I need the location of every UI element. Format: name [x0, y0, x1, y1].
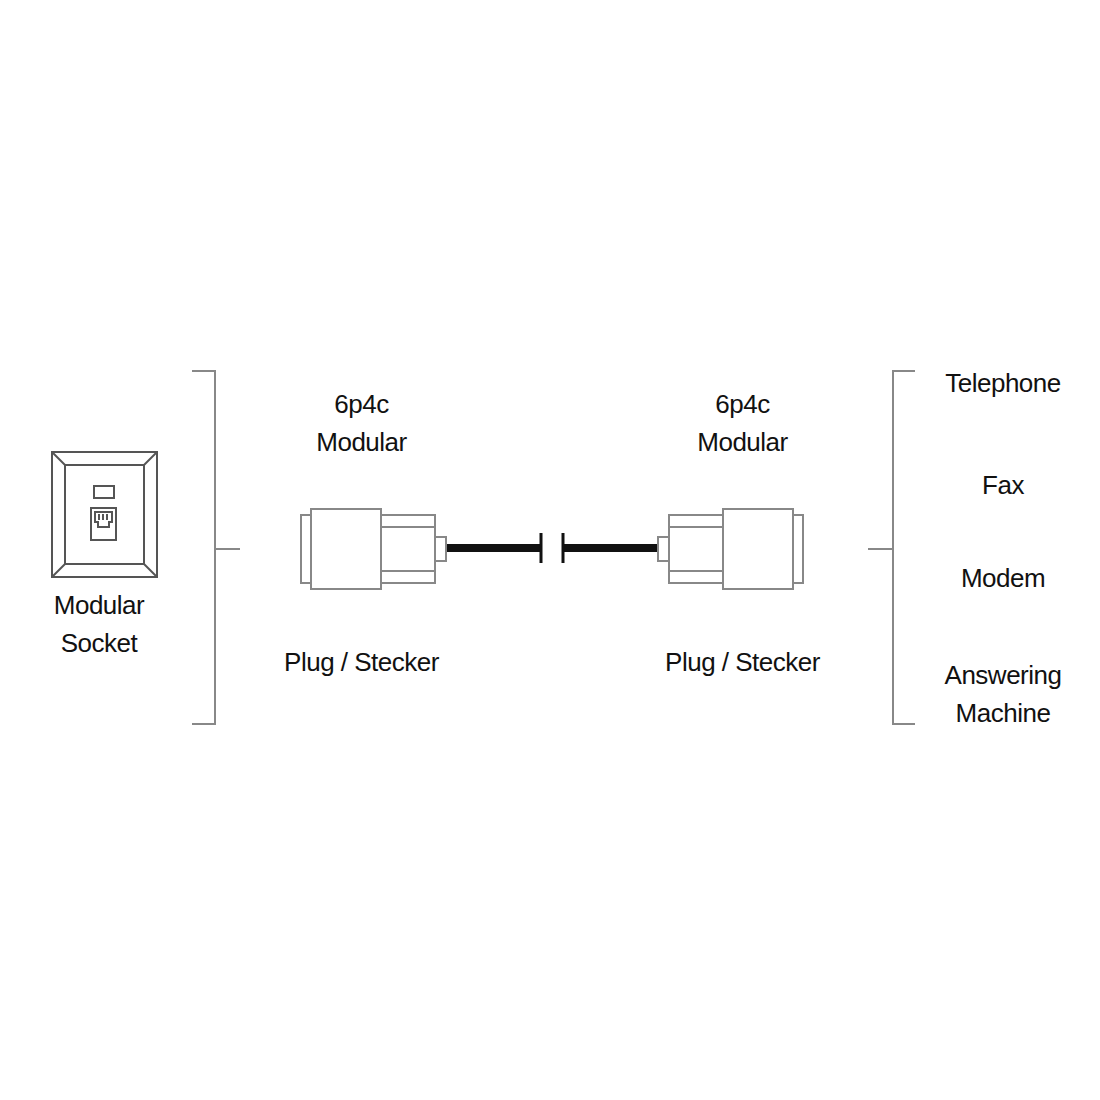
cable-line: [447, 544, 657, 552]
plug-latch: [669, 527, 723, 571]
break-mark: [541, 533, 563, 563]
bracket: [868, 371, 915, 724]
device-label: Telephone: [923, 364, 1083, 402]
node-caption: Plug / Stecker: [276, 643, 447, 681]
node-title: Modular Socket: [40, 586, 158, 662]
node-title: 6p4c Modular: [302, 385, 422, 461]
device-label: Modem: [923, 559, 1083, 597]
modular-plug: [299, 507, 447, 591]
device-label: Answering Machine: [928, 656, 1078, 732]
plug-node: 6p4c ModularPlug / Stecker: [276, 385, 447, 685]
bracket: [192, 371, 240, 724]
plug-outline: [301, 509, 446, 589]
strain-relief: [435, 537, 446, 561]
strain-relief: [658, 537, 669, 561]
node-title: 6p4c Modular: [683, 385, 803, 461]
plug-line: [723, 515, 793, 583]
device-label: Fax: [923, 466, 1083, 504]
plug-latch: [381, 527, 435, 571]
plug-line: [311, 515, 381, 583]
node-caption: Plug / Stecker: [657, 643, 828, 681]
cable: [447, 533, 657, 563]
socket-icon: [52, 452, 157, 577]
plug-node: 6p4c ModularPlug / Stecker: [657, 385, 828, 685]
socket-node: Modular Socket: [40, 450, 158, 680]
modular-plug: [657, 507, 805, 591]
plug-body: [669, 509, 803, 589]
plug-body: [301, 509, 435, 589]
plug-outline: [658, 509, 803, 589]
